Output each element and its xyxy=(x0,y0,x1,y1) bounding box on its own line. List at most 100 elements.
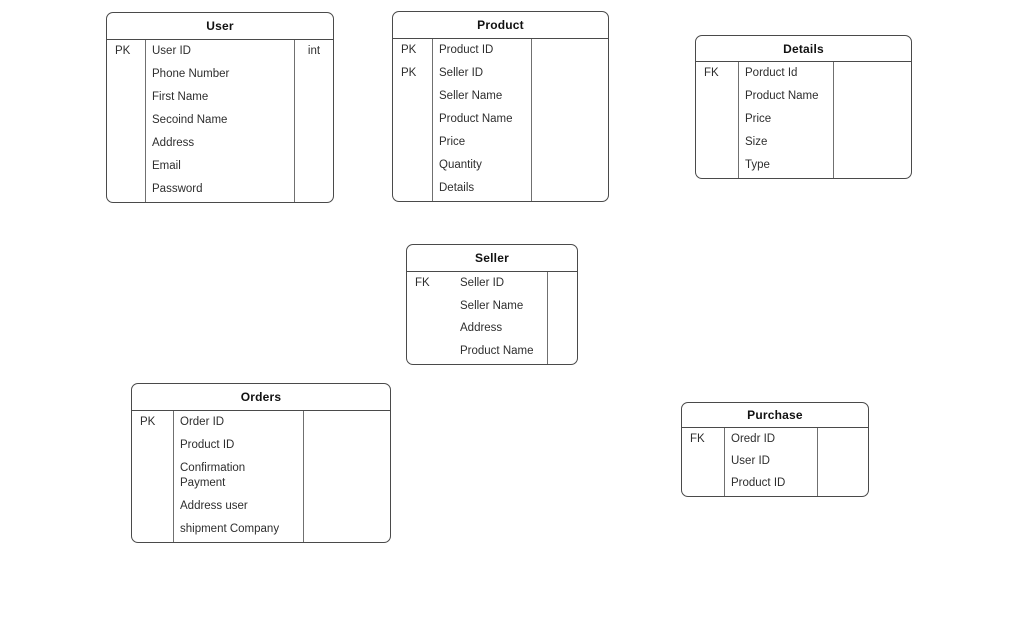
row-key-label xyxy=(107,132,145,155)
row-type-label xyxy=(834,154,911,177)
row-attribute-name: Details xyxy=(439,182,475,194)
row-attribute-name: Order ID xyxy=(180,415,225,428)
row-attribute-name: Address xyxy=(460,322,503,335)
row-type-label xyxy=(532,154,608,177)
row-type-label xyxy=(548,318,577,341)
row-type-label xyxy=(532,85,608,108)
type-column xyxy=(532,39,608,201)
row-key-label: PK xyxy=(115,45,131,57)
row-key-label: PK xyxy=(401,67,417,79)
row-attribute-name: Product ID xyxy=(731,477,786,490)
row-key-label xyxy=(407,340,454,363)
row-type-label xyxy=(548,295,577,318)
row-key-label xyxy=(393,177,432,200)
row-type-label xyxy=(834,62,911,85)
row-attribute-name: Confirmation Payment xyxy=(180,461,246,489)
key-column: FK xyxy=(407,272,454,364)
key-column: FK xyxy=(682,428,725,496)
row-key-label xyxy=(696,154,738,177)
row-type-label xyxy=(532,108,608,131)
type-column: int xyxy=(295,40,333,202)
type-column xyxy=(548,272,577,364)
row-key-label xyxy=(107,86,145,109)
row-key-label xyxy=(696,85,738,108)
row-attribute-name: Phone Number xyxy=(152,68,230,80)
row-type-label xyxy=(834,108,911,131)
row-attribute-name: Email xyxy=(152,160,181,172)
row-type-label xyxy=(295,109,333,132)
key-column: PK xyxy=(107,40,146,202)
entity-title: Product xyxy=(393,12,608,39)
type-column xyxy=(818,428,868,496)
row-type-label xyxy=(548,340,577,363)
key-column: FK xyxy=(696,62,739,178)
row-key-label: PK xyxy=(401,44,417,56)
row-type-label xyxy=(834,85,911,108)
row-key-label xyxy=(696,108,738,131)
row-attribute-name: Quantity xyxy=(439,159,482,171)
row-key-label xyxy=(696,131,738,154)
row-attribute-name: Password xyxy=(152,183,203,195)
row-key-label xyxy=(682,450,724,472)
row-key-label xyxy=(393,85,432,108)
row-key-label xyxy=(132,518,173,541)
row-key-label: FK xyxy=(704,67,719,79)
row-type-label xyxy=(532,39,608,62)
row-attribute-name: First Name xyxy=(152,91,209,103)
row-type-label xyxy=(548,272,577,295)
row-attribute-name: Price xyxy=(745,113,772,125)
row-type-label xyxy=(818,473,868,495)
row-type-label xyxy=(304,495,390,518)
row-attribute-name: Price xyxy=(439,136,466,148)
row-key-label: FK xyxy=(690,432,705,445)
row-type-label xyxy=(818,450,868,472)
row-type-label xyxy=(304,411,390,434)
row-key-label xyxy=(132,495,173,518)
entity-title: Details xyxy=(696,36,911,62)
row-type-label: int xyxy=(307,45,321,57)
row-key-label: PK xyxy=(140,415,156,428)
row-attribute-name: Product ID xyxy=(439,44,494,56)
row-attribute-name: User ID xyxy=(731,454,770,467)
row-key-label xyxy=(393,154,432,177)
row-key-label xyxy=(132,434,173,457)
row-key-label xyxy=(107,63,145,86)
row-attribute-name: Secoind Name xyxy=(152,114,228,126)
entity-title: Orders xyxy=(132,384,390,411)
attribute-column: Oredr ID User ID Product ID xyxy=(725,428,818,496)
row-key-label: FK xyxy=(415,276,430,289)
key-column: PK xyxy=(132,411,174,542)
row-type-label xyxy=(295,178,333,201)
row-attribute-name: Product Name xyxy=(439,113,513,125)
row-attribute-name: Oredr ID xyxy=(731,432,776,445)
type-column xyxy=(834,62,911,178)
row-type-label xyxy=(532,131,608,154)
row-type-label xyxy=(304,457,390,495)
row-attribute-name: User ID xyxy=(152,45,191,57)
row-type-label xyxy=(532,62,608,85)
entity-title: Seller xyxy=(407,245,577,272)
row-attribute-name: Seller Name xyxy=(439,90,503,102)
row-attribute-name: Address xyxy=(152,137,195,149)
row-type-label xyxy=(295,132,333,155)
row-type-label xyxy=(834,131,911,154)
row-attribute-name: Product Name xyxy=(745,90,819,102)
row-key-label xyxy=(107,109,145,132)
row-key-label xyxy=(393,108,432,131)
